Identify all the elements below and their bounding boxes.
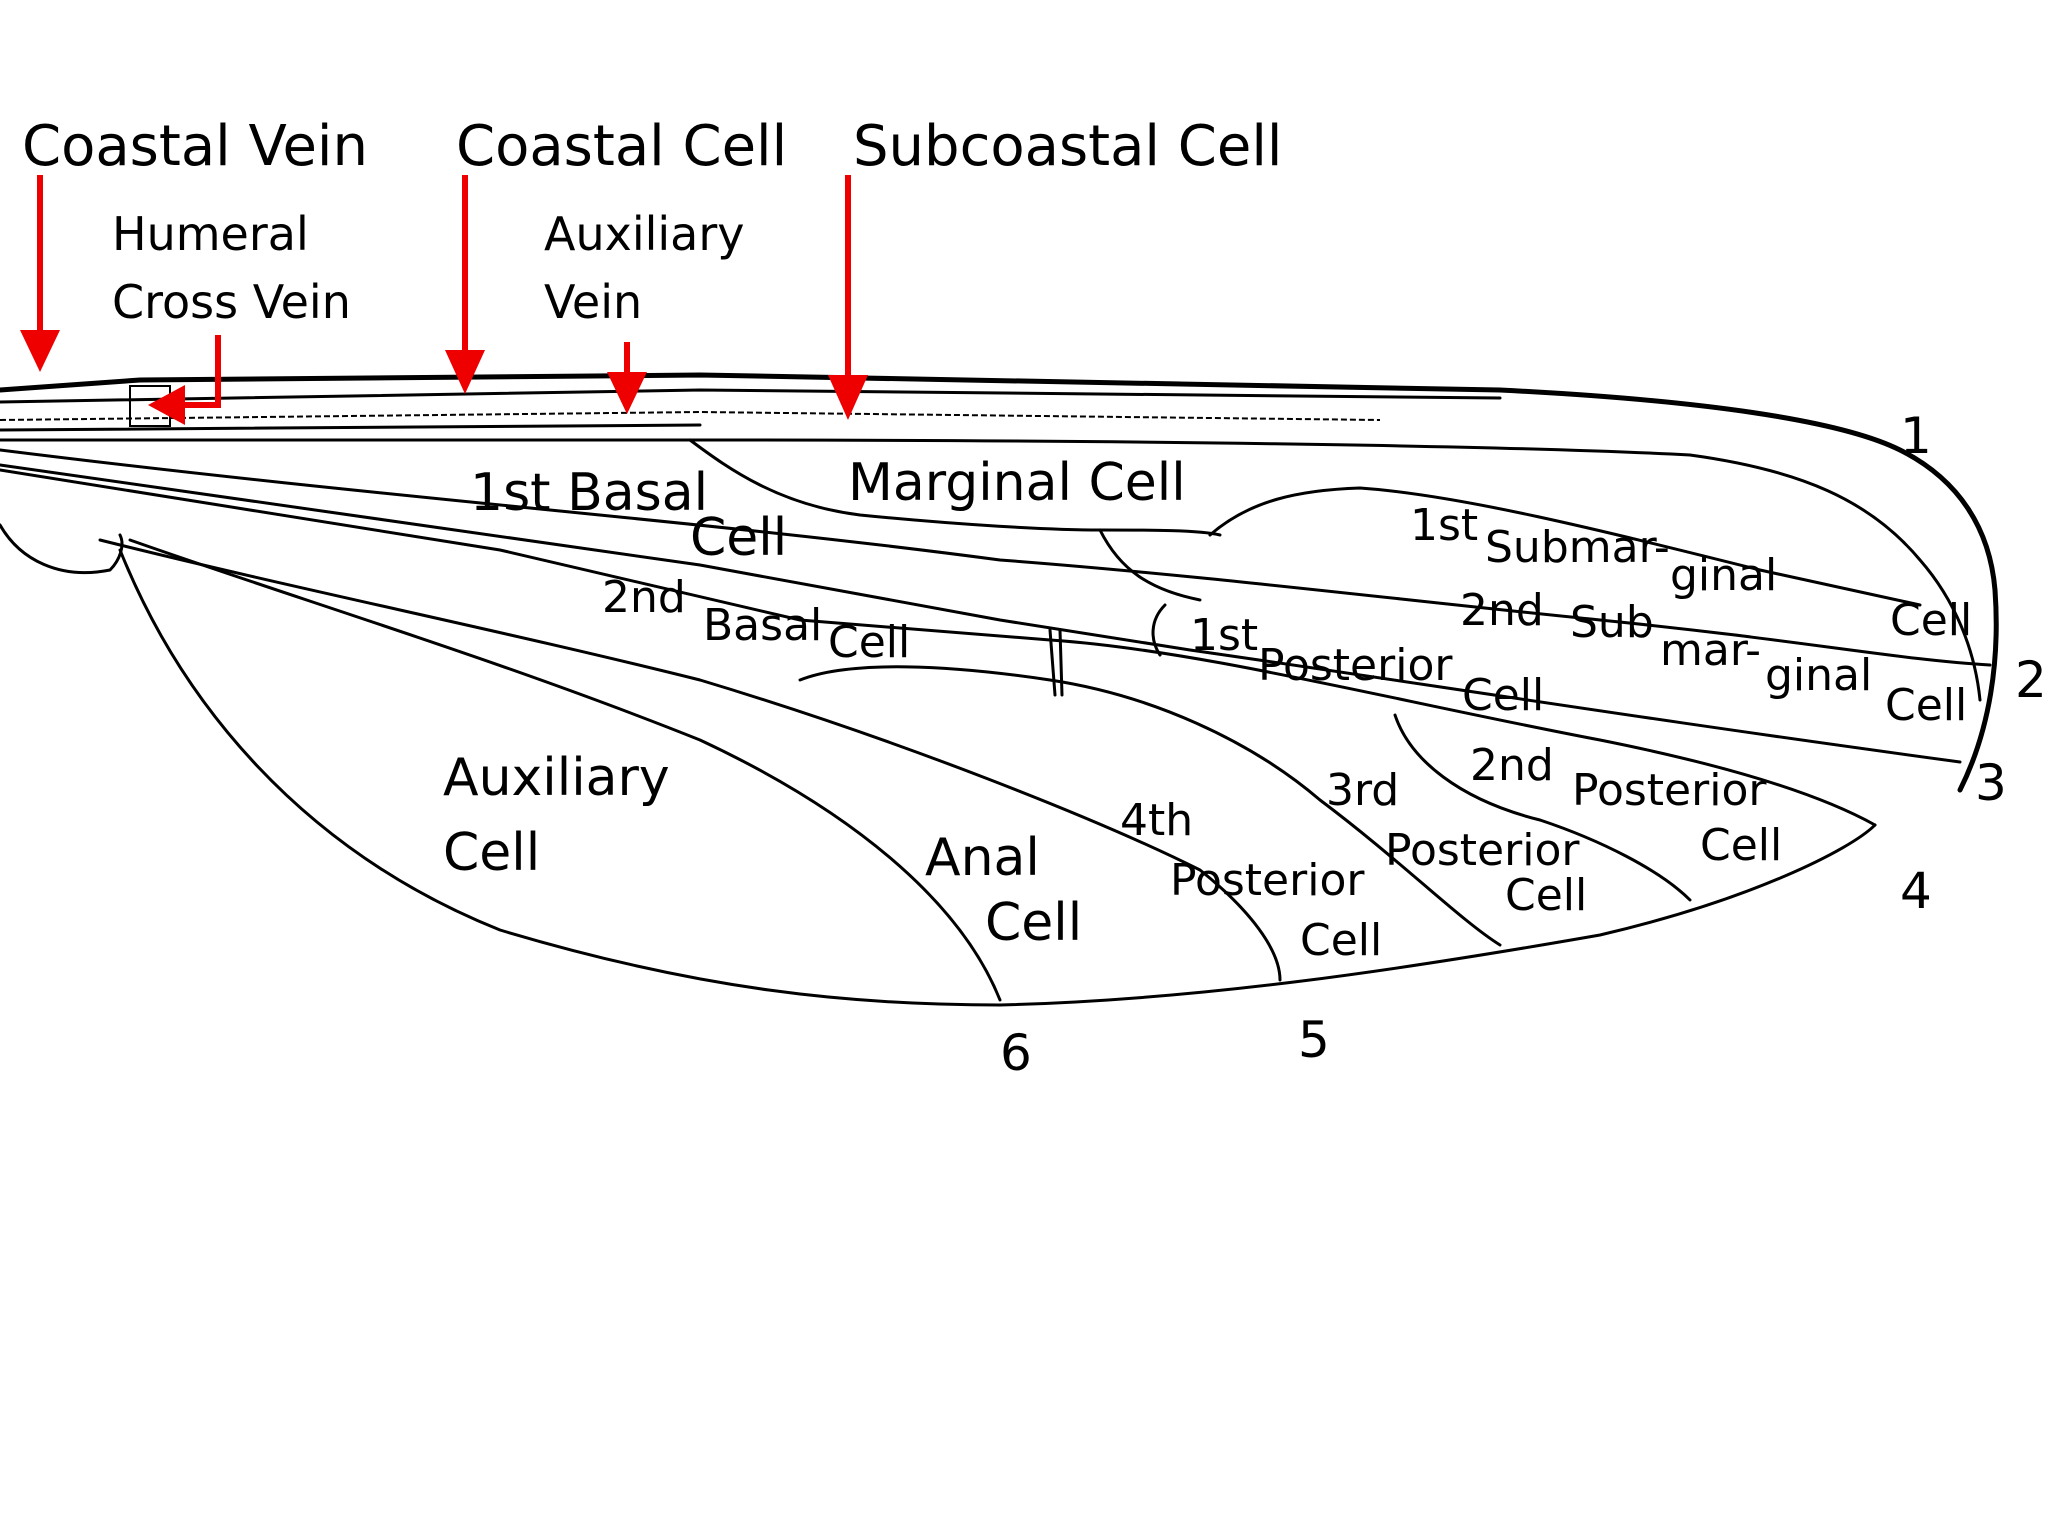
vein-1 bbox=[0, 438, 1982, 702]
auxiliary-vein-arrow-head bbox=[607, 372, 647, 414]
label-fourth-post-4th: 4th bbox=[1120, 795, 1193, 846]
vein-3 bbox=[0, 463, 1962, 764]
second-submarginal-arc bbox=[1098, 528, 1202, 602]
label-first-basal: 1st Basal bbox=[470, 463, 708, 523]
wing-drawing bbox=[0, 372, 1999, 1007]
vein-number-2: 2 bbox=[2015, 651, 2047, 709]
label-coastal-vein: Coastal Vein bbox=[22, 114, 368, 179]
wing-base-lobe bbox=[0, 523, 124, 575]
label-second-basal-cell: Cell bbox=[828, 617, 910, 668]
vein-6 bbox=[128, 538, 1002, 1002]
vein-number-3: 3 bbox=[1975, 754, 2007, 812]
label-second-sub-mar: mar- bbox=[1660, 625, 1761, 676]
label-coastal-cell: Coastal Cell bbox=[456, 114, 787, 179]
red-arrows bbox=[20, 175, 868, 425]
vein-5 bbox=[98, 538, 1282, 982]
label-second-basal-basal: Basal bbox=[703, 600, 822, 651]
label-second-sub-2nd: 2nd bbox=[1460, 585, 1544, 636]
vein-2 bbox=[0, 448, 1992, 667]
label-auxiliary-cell-line1: Auxiliary bbox=[443, 748, 670, 808]
label-first-basal-cell: Cell bbox=[690, 508, 787, 568]
label-auxiliary-vein-line2: Vein bbox=[544, 275, 642, 329]
label-second-sub-sub: Sub bbox=[1570, 597, 1654, 648]
label-third-post-posterior: Posterior bbox=[1385, 825, 1580, 876]
coastal-cell-arrow-head bbox=[445, 350, 485, 394]
vein-number-1: 1 bbox=[1900, 407, 1932, 465]
label-first-sub-ginal: ginal bbox=[1670, 550, 1777, 601]
label-third-post-3rd: 3rd bbox=[1326, 765, 1399, 816]
second-basal-boundary bbox=[798, 665, 1502, 947]
subcostal-vein-solid bbox=[0, 423, 702, 432]
label-second-post-cell: Cell bbox=[1700, 820, 1782, 871]
vein-number-5: 5 bbox=[1298, 1011, 1330, 1069]
label-second-basal-2nd: 2nd bbox=[602, 572, 686, 623]
label-anal-cell: Cell bbox=[985, 893, 1082, 953]
label-second-sub-cell: Cell bbox=[1885, 680, 1967, 731]
label-second-sub-ginal: ginal bbox=[1765, 650, 1872, 701]
label-fourth-post-posterior: Posterior bbox=[1170, 855, 1365, 906]
second-posterior-arc bbox=[1393, 713, 1692, 902]
vein-number-4: 4 bbox=[1900, 862, 1932, 920]
costal-margin bbox=[0, 372, 1999, 793]
label-first-sub-1st: 1st bbox=[1410, 500, 1478, 551]
cell-labels: 1st Basal Cell Marginal Cell 1st Submar-… bbox=[443, 453, 1972, 966]
marginal-cell-boundary bbox=[688, 438, 1222, 537]
label-first-sub-cell: Cell bbox=[1890, 595, 1972, 646]
label-first-post-1st: 1st bbox=[1190, 610, 1258, 661]
humeral-arrow-line bbox=[180, 335, 221, 408]
submarginal-arc bbox=[1208, 486, 1922, 607]
humeral-arrow-head bbox=[148, 385, 185, 425]
label-auxiliary-vein-line1: Auxiliary bbox=[544, 207, 745, 261]
posterior-cross-vein bbox=[1151, 603, 1167, 657]
vein-number-6: 6 bbox=[1000, 1024, 1032, 1082]
coastal-vein-arrow-head bbox=[20, 330, 60, 372]
label-anal: Anal bbox=[925, 828, 1040, 888]
label-subcoastal-cell: Subcoastal Cell bbox=[853, 114, 1282, 179]
label-third-post-cell: Cell bbox=[1505, 870, 1587, 921]
label-humeral-line2: Cross Vein bbox=[112, 275, 351, 329]
label-humeral-line1: Humeral bbox=[112, 207, 309, 261]
label-fourth-post-cell: Cell bbox=[1300, 915, 1382, 966]
top-labels: Coastal Vein Coastal Cell Subcoastal Cel… bbox=[22, 114, 1282, 329]
subcostal-vein bbox=[0, 410, 1381, 421]
costal-margin-inner bbox=[0, 388, 1502, 404]
label-second-post-posterior: Posterior bbox=[1572, 765, 1767, 816]
label-first-post-posterior: Posterior bbox=[1258, 640, 1453, 691]
basal-cross-vein-2 bbox=[1058, 628, 1064, 697]
label-second-post-2nd: 2nd bbox=[1470, 740, 1554, 791]
basal-cross-vein bbox=[1048, 628, 1057, 697]
posterior-margin bbox=[118, 548, 1877, 1007]
vein-numbers: 1 2 3 4 5 6 bbox=[1000, 407, 2047, 1082]
label-marginal-cell: Marginal Cell bbox=[848, 453, 1186, 513]
label-first-post-cell: Cell bbox=[1462, 670, 1544, 721]
label-first-sub-submar: Submar- bbox=[1485, 522, 1670, 573]
vein-4 bbox=[0, 468, 1877, 827]
subcoastal-cell-arrow-head bbox=[828, 375, 868, 420]
label-auxiliary-cell-line2: Cell bbox=[443, 823, 540, 883]
